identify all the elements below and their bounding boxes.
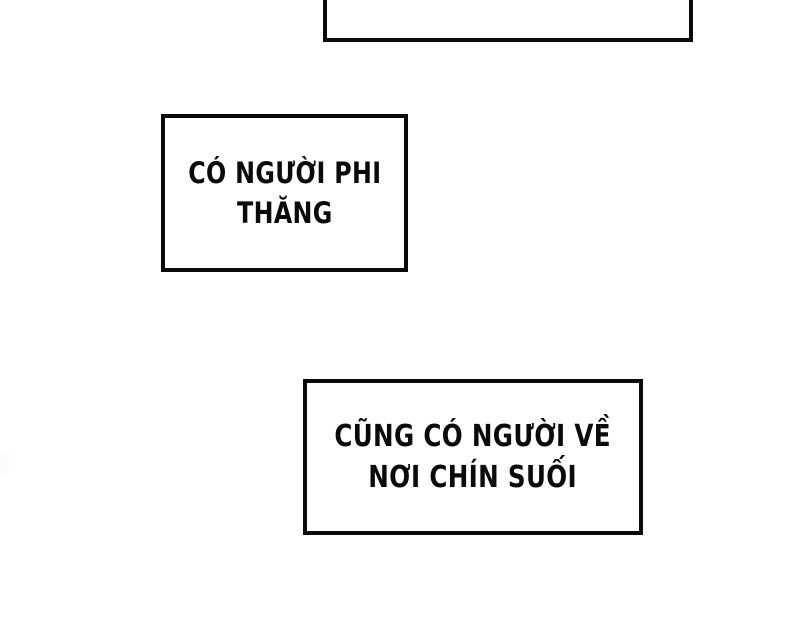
dialogue-text-bottom: CŨNG CÓ NGƯỜI VỀ NƠI CHÍN SUỐI [335,416,612,499]
dialogue-line: THĂNG [236,196,333,230]
dialogue-text-middle: CÓ NGƯỜI PHI THĂNG [188,153,381,233]
edge-artifact [0,452,9,474]
dialogue-line: NƠI CHÍN SUỐI [368,460,578,495]
dialogue-line: CŨNG CÓ NGƯỜI VỀ [334,418,612,454]
dialogue-box-middle: CÓ NGƯỜI PHI THĂNG [161,114,408,272]
dialogue-box-bottom: CŨNG CÓ NGƯỜI VỀ NƠI CHÍN SUỐI [303,379,643,535]
dialogue-box-top [323,0,693,42]
dialogue-line: CÓ NGƯỜI PHI [187,155,382,190]
